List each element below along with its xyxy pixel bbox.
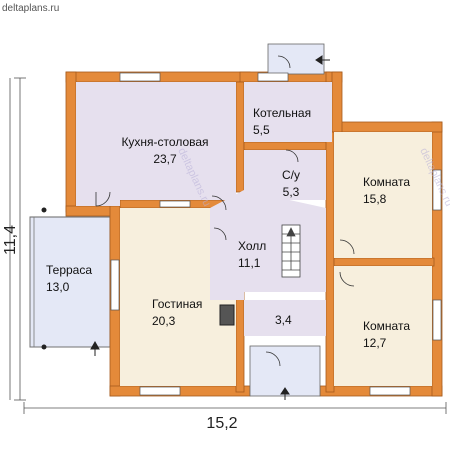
room2-area: 12,7: [363, 336, 387, 350]
terrace-floor: [29, 216, 111, 348]
windows: [110, 72, 442, 396]
room1-area: 15,8: [363, 192, 387, 206]
staircase: [281, 224, 301, 278]
boiler-name: Котельная: [253, 106, 311, 120]
room1-floor: [334, 132, 432, 258]
fireplace: [219, 304, 235, 326]
terrace-post: [41, 344, 47, 350]
site-label: deltaplans.ru: [2, 3, 59, 14]
wc-area: 5,3: [283, 185, 300, 199]
hall-name: Холл: [238, 239, 266, 253]
height-dimension: 11,4: [2, 225, 19, 255]
hall-floor: [210, 190, 326, 300]
wc-floor: [244, 150, 326, 200]
width-dimension: 15,2: [206, 415, 237, 432]
hall-area: 11,1: [238, 256, 261, 270]
storage-area: 3,4: [275, 313, 292, 327]
wc-name: С/у: [282, 168, 300, 182]
boiler-floor: [244, 82, 332, 142]
kitchen-name: Кухня-столовая: [121, 135, 208, 149]
boiler-porch: [267, 43, 325, 75]
dimension-lines: [9, 77, 447, 414]
living-floor: [120, 208, 236, 386]
room1-name: Комната: [363, 175, 410, 189]
room2-name: Комната: [363, 319, 410, 333]
entrance-arrows: [90, 55, 330, 400]
living-area: 20,3: [152, 314, 176, 328]
living-name: Гостиная: [152, 297, 202, 311]
terrace-name: Терраса: [46, 263, 92, 277]
terrace-area: 13,0: [46, 280, 70, 294]
boiler-area: 5,5: [253, 123, 270, 137]
kitchen-floor: [76, 82, 236, 206]
storage-floor: [244, 300, 326, 336]
terrace-post: [41, 207, 47, 213]
room2-floor: [334, 266, 432, 386]
kitchen-area: 23,7: [153, 152, 177, 166]
doors: [95, 55, 355, 367]
